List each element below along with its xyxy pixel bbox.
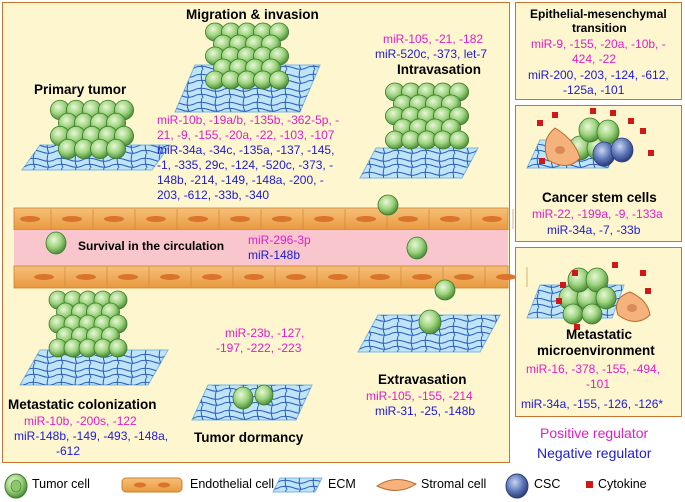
legend-endothelial-cell: Endothelial cell [190, 477, 275, 491]
legend-csc: CSC [534, 477, 561, 491]
colonization-positive: miR-10b, -200s, -122 [24, 414, 137, 428]
csc-cell [610, 137, 634, 163]
colonization-negative-line-2: -612 [56, 444, 81, 458]
tumor-cell [595, 286, 617, 310]
micro-title-line-1: Metastatic [566, 327, 633, 342]
tumor-cell [45, 231, 67, 255]
emt-positive-line-1: miR-9, -155, -20a, -10b, - [531, 37, 666, 51]
tumor-cell [254, 384, 274, 406]
legend-stromal-cell: Stromal cell [421, 477, 487, 491]
dormancy-positive-line-2: -197, -222, -223 [216, 341, 302, 355]
emt-title-line-1: Epithelial-mesenchymal [530, 7, 667, 21]
migration-negative-line-4: 203, -612, -33b, -340 [157, 188, 270, 202]
stromal-cells [544, 127, 651, 322]
cytokine-marker [572, 270, 578, 276]
csc-negative: miR-34a, -7, -33b [547, 223, 641, 237]
cytokines [537, 108, 654, 330]
intravasation-positive: miR-105, -21, -182 [383, 32, 484, 46]
csc-positive: miR-22, -199a, -9, -133a [532, 207, 663, 221]
cytokine-marker [556, 298, 562, 304]
tumor-cell [106, 138, 127, 160]
legend-graphics [4, 473, 593, 499]
metastatic-colonization-title: Metastatic colonization [8, 397, 157, 412]
tumor-cell [434, 279, 456, 301]
legend-cytokine: Cytokine [598, 477, 647, 491]
legend-ecm: ECM [328, 477, 356, 491]
survival-title: Survival in the circulation [78, 239, 225, 253]
intravasation-negative: miR-520c, -373, let-7 [375, 47, 488, 61]
tumor-cell [406, 236, 428, 260]
negative-regulator-label: Negative regulator [537, 445, 652, 461]
tumor-cell [418, 309, 442, 335]
csc-title: Cancer stem cells [542, 190, 657, 205]
positive-regulator-label: Positive regulator [540, 425, 649, 441]
cytokine-marker [574, 324, 580, 330]
emt-positive-line-2: 424, -22 [572, 52, 617, 66]
tumor-cell [562, 303, 584, 325]
tumor-cell [581, 303, 603, 325]
migration-negative-line-1: miR-34a, -34c, -135a, -137, -145, [157, 143, 335, 157]
tumor-cell [232, 386, 254, 410]
survival-negative: miR-148b [248, 248, 301, 262]
tumor-cell [268, 70, 289, 90]
survival-positive: miR-296-3p [248, 233, 311, 247]
migration-negative-line-3: 148b, -214, -149, -148a, -200, - [157, 173, 324, 187]
micro-negative: miR-34a, -155, -126, -126* [521, 397, 664, 411]
migration-positive-line-2: 21, -9, -155, -20a, -22, -103, -107 [157, 128, 335, 142]
tumor-cell [448, 130, 469, 150]
extravasation-title: Extravasation [378, 372, 467, 387]
cytokine-marker [612, 262, 618, 268]
emt-negative-line-2: -125a, -101 [563, 83, 625, 97]
cytokine-marker [539, 158, 545, 164]
cytokine-marker [640, 270, 646, 276]
cytokine-marker [560, 282, 566, 288]
migration-invasion-title: Migration & invasion [186, 7, 319, 22]
tumor-cell [377, 194, 399, 216]
cytokine-marker [645, 288, 651, 294]
cytokine-marker [552, 112, 558, 118]
tumor-clusters [45, 22, 634, 410]
tumor-dormancy-title: Tumor dormancy [194, 430, 304, 445]
cytokine-marker [610, 110, 616, 116]
migration-positive-line-1: miR-10b, -19a/b, -135b, -362-5p, - [157, 113, 340, 127]
extravasation-positive: miR-105, -155, -214 [366, 389, 473, 403]
dormancy-positive-line-1: miR-23b, -127, [225, 326, 305, 340]
cytokine-marker [590, 108, 596, 114]
tumor-cell [108, 338, 128, 358]
emt-negative-line-1: miR-200, -203, -124, -612, [528, 68, 669, 82]
extravasation-negative: miR-31, -25, -148b [375, 404, 476, 418]
emt-panel [515, 2, 682, 100]
legend-tumor-cell: Tumor cell [32, 477, 90, 491]
micro-title-line-2: microenvironment [537, 343, 655, 358]
emt-title-line-2: transition [572, 21, 627, 35]
tumor-cell [585, 267, 609, 293]
colonization-negative-line-1: miR-148b, -149, -493, -148a, [14, 429, 169, 443]
primary-tumor-title: Primary tumor [34, 82, 127, 97]
migration-negative-line-2: -1, -335, 29c, -124, -520c, -373, - [157, 158, 334, 172]
cytokine-marker [648, 150, 654, 156]
micro-positive-line-1: miR-16, -378, -155, -494, [526, 362, 661, 376]
cytokine-marker [640, 128, 646, 134]
micro-positive-line-2: -101 [586, 377, 611, 391]
cytokine-marker [537, 120, 543, 126]
cytokine-marker [628, 118, 634, 124]
intravasation-title: Intravasation [397, 62, 482, 77]
